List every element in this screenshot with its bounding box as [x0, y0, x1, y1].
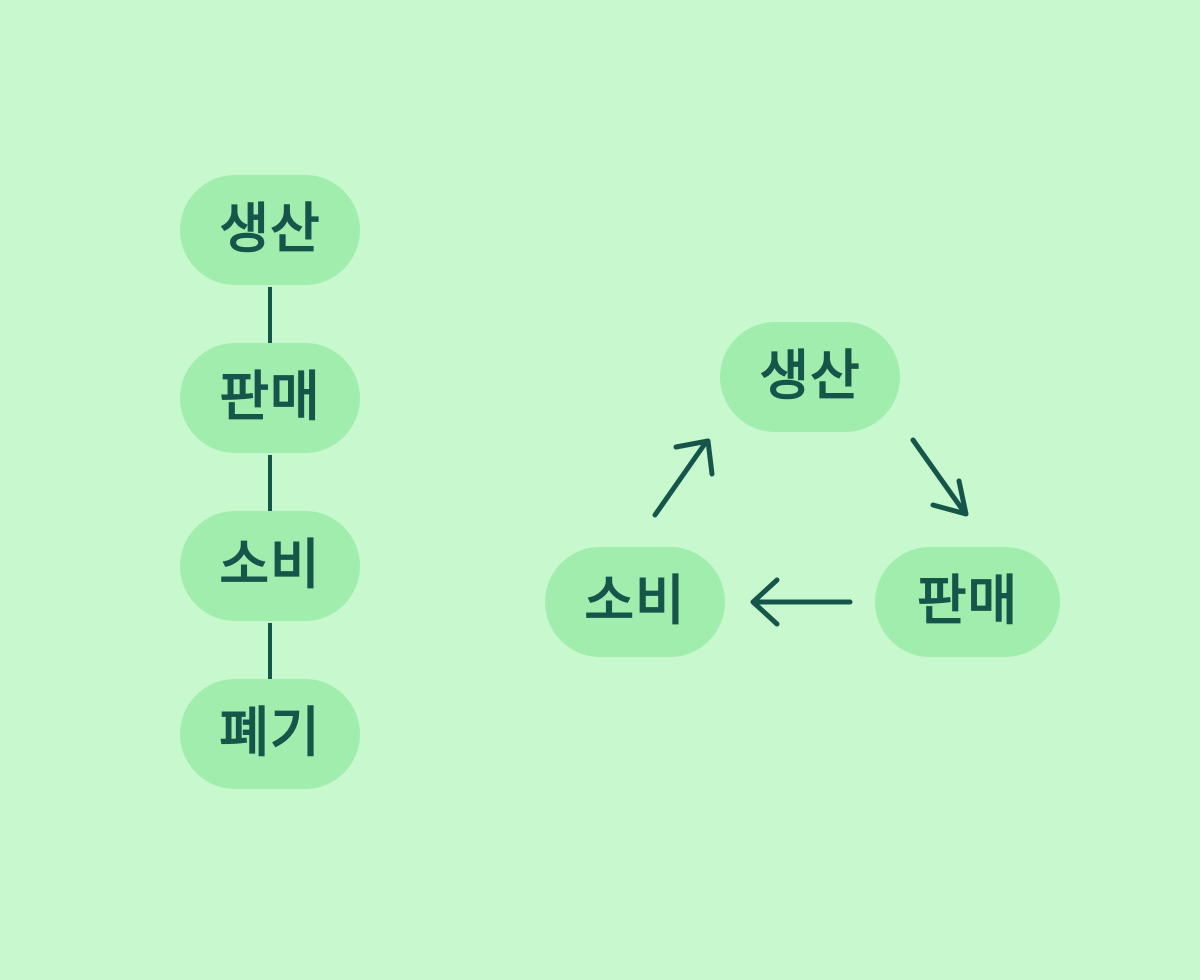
node-label: 판매: [219, 365, 321, 428]
node-label: 소비: [219, 533, 321, 596]
node-label: 판매: [916, 569, 1019, 632]
node-label: 폐기: [219, 701, 321, 764]
node-production-cycle[interactable]: 생산: [720, 322, 900, 432]
arrow-head-icon: [750, 577, 780, 627]
arrow-consumption-to-production: [652, 438, 715, 518]
node-consumption-linear[interactable]: 소비: [180, 511, 360, 621]
node-sales-linear[interactable]: 판매: [180, 343, 360, 453]
arrow-shaft: [652, 442, 707, 518]
node-disposal-linear[interactable]: 폐기: [180, 679, 360, 789]
arrow-head-icon: [673, 438, 715, 477]
arrow-production-to-sales: [910, 437, 969, 517]
arrow-sales-to-consumption: [750, 577, 853, 627]
node-production-linear[interactable]: 생산: [180, 175, 360, 285]
node-label: 생산: [759, 344, 861, 407]
node-sales-cycle[interactable]: 판매: [875, 547, 1060, 657]
arrow-head-icon: [930, 478, 969, 517]
node-label: 소비: [584, 569, 686, 632]
node-label: 생산: [219, 197, 321, 260]
node-consumption-cycle[interactable]: 소비: [545, 547, 725, 657]
arrow-shaft: [910, 437, 965, 512]
